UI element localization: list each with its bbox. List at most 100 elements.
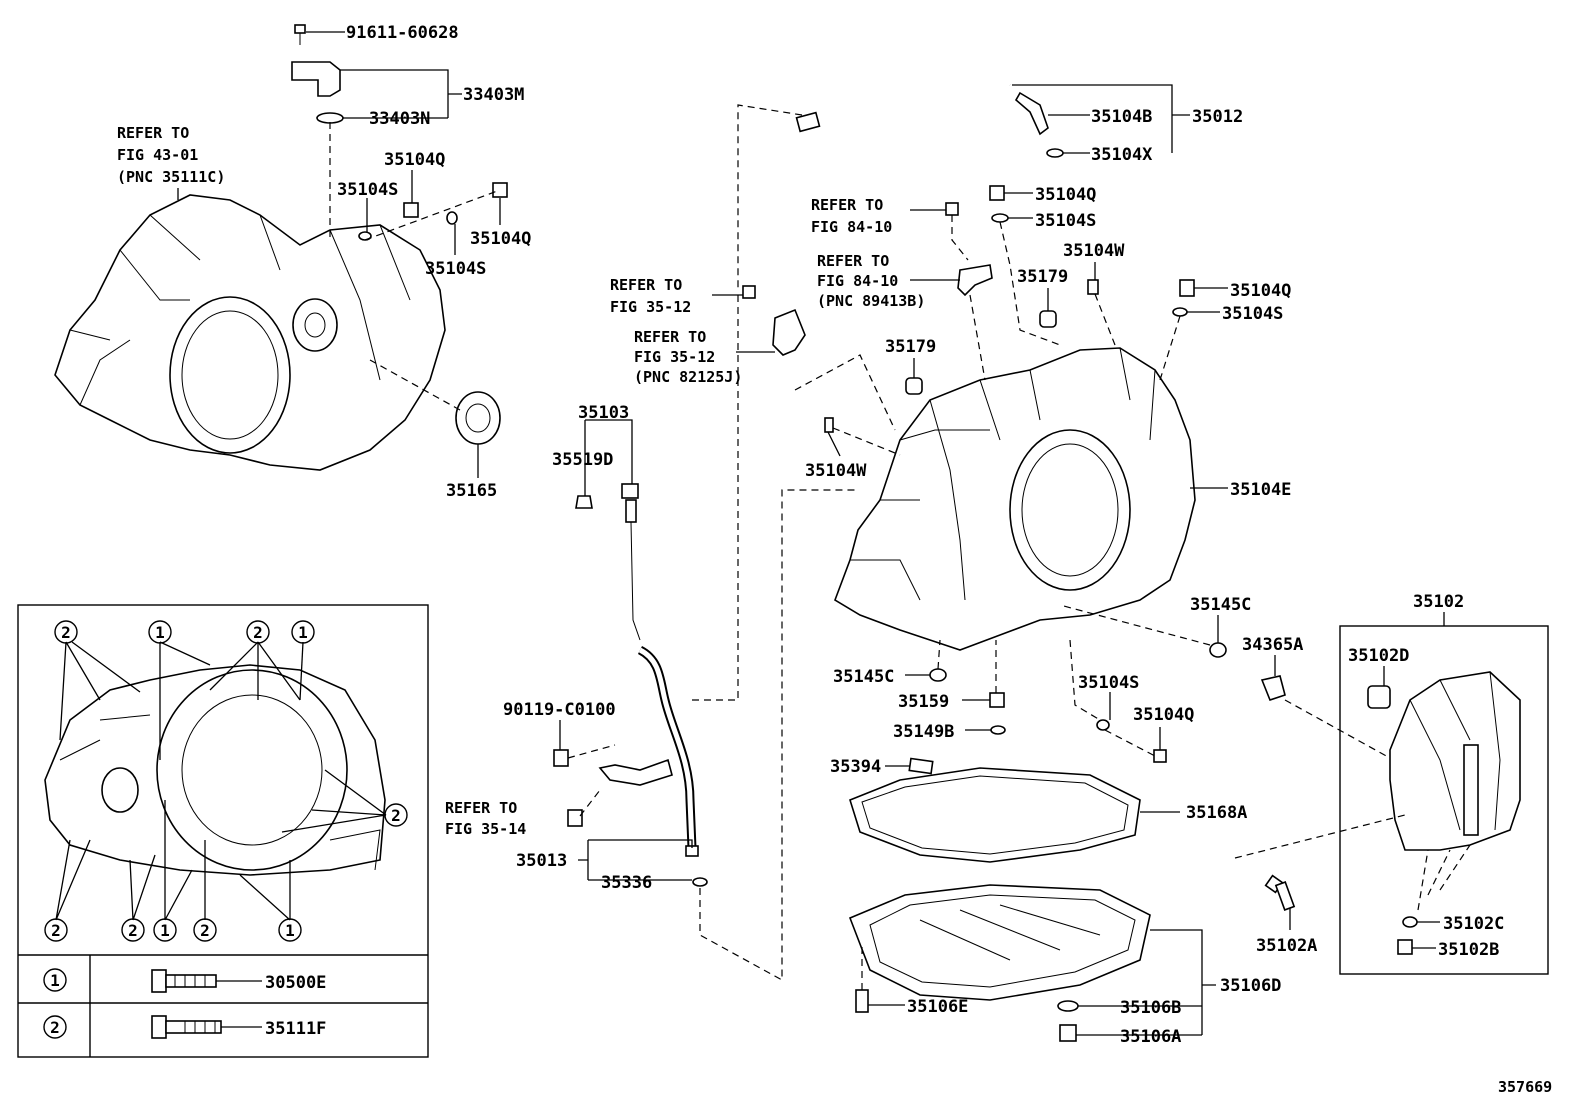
svg-text:REFER TO: REFER TO xyxy=(117,124,189,142)
label-35165: 35165 xyxy=(446,481,497,501)
label-35103: 35103 xyxy=(578,403,629,423)
breather-34365a xyxy=(1260,675,1286,701)
label-33403m: 33403M xyxy=(463,85,524,105)
bolt-35111f xyxy=(151,1015,262,1039)
plug-35179-b xyxy=(905,377,923,395)
label-35102b: 35102B xyxy=(1438,940,1499,960)
label-30500e: 30500E xyxy=(265,973,326,993)
speed-sensor-bolt xyxy=(294,24,306,45)
tube-bracket xyxy=(598,758,673,786)
label-35104e: 35104E xyxy=(1230,480,1291,500)
bolt-35104q-a xyxy=(403,202,419,218)
label-91611-60628: 91611-60628 xyxy=(346,23,459,43)
converter-housing xyxy=(54,194,446,471)
svg-text:1: 1 xyxy=(50,971,60,990)
label-33403n: 33403N xyxy=(369,109,430,129)
svg-text:FIG 43-01: FIG 43-01 xyxy=(117,146,198,164)
svg-text:REFER TO: REFER TO xyxy=(445,799,517,817)
label-34365a: 34365A xyxy=(1242,635,1303,655)
svg-text:1: 1 xyxy=(155,623,165,642)
svg-text:2: 2 xyxy=(391,806,401,825)
speed-sensor-89413b xyxy=(957,264,993,297)
label-35394: 35394 xyxy=(830,757,881,777)
o-ring-35104s-d xyxy=(1172,307,1188,317)
bolt-35104q-c xyxy=(989,185,1005,201)
label-35145c-b: 35145C xyxy=(833,667,894,687)
pan-gasket-35168a xyxy=(849,767,1141,863)
label-35106b: 35106B xyxy=(1120,998,1181,1018)
svg-text:2: 2 xyxy=(51,921,61,940)
o-ring-35336 xyxy=(692,877,708,887)
part-labels: 91611-60628 33403M 33403N 35104Q 35104S … xyxy=(265,23,1552,1096)
label-35104s-c: 35104S xyxy=(1035,211,1096,231)
o-ring-35102c xyxy=(1402,916,1418,928)
callout-marker-1: 1 xyxy=(148,620,172,644)
label-35106e: 35106E xyxy=(907,997,968,1017)
label-35336: 35336 xyxy=(601,873,652,893)
o-ring-35104s-b xyxy=(446,211,458,225)
bolt-35104q-e xyxy=(1153,749,1167,763)
svg-text:2: 2 xyxy=(50,1018,60,1037)
label-35104s-a: 35104S xyxy=(337,180,398,200)
callout-marker-1: 1 xyxy=(153,918,177,942)
plug-35145c-b xyxy=(929,668,947,682)
callout-marker-2: 2 xyxy=(121,918,145,942)
label-35104b: 35104B xyxy=(1091,107,1152,127)
label-35104q-b: 35104Q xyxy=(470,229,531,249)
label-35104q-a: 35104Q xyxy=(384,150,445,170)
speedometer-sleeve-33403m xyxy=(291,61,341,97)
ref-fig-84-10-a: REFER TO FIG 84-10 xyxy=(811,196,892,236)
label-35179-b: 35179 xyxy=(885,337,936,357)
label-35104q-e: 35104Q xyxy=(1133,705,1194,725)
inset-panel xyxy=(17,604,429,1058)
callout-marker-1: 1 xyxy=(278,918,302,942)
extension-housing-35102 xyxy=(1389,671,1521,851)
callout-marker-1: 1 xyxy=(291,620,315,644)
gasket-35106b xyxy=(1057,1000,1079,1012)
o-ring-35104s-c xyxy=(991,213,1009,223)
bolt-35104q-d xyxy=(1179,279,1195,297)
svg-text:2: 2 xyxy=(128,921,138,940)
label-35106d: 35106D xyxy=(1220,976,1281,996)
label-35013: 35013 xyxy=(516,851,567,871)
plug-35179-a xyxy=(1039,310,1057,328)
strainer-35159 xyxy=(989,692,1005,708)
drawing-number: 357669 xyxy=(1498,1078,1552,1096)
sensor-82125j xyxy=(772,308,806,356)
bolt-ref-35-14 xyxy=(567,809,583,827)
callout-marker-2: 2 xyxy=(384,803,408,827)
label-35179-a: 35179 xyxy=(1017,267,1068,287)
svg-text:FIG 84-10: FIG 84-10 xyxy=(811,218,892,236)
oil-pan-35106d xyxy=(848,884,1151,1001)
label-35145c-a: 35145C xyxy=(1190,595,1251,615)
svg-text:1: 1 xyxy=(298,623,308,642)
svg-text:(PNC 82125J): (PNC 82125J) xyxy=(634,368,742,386)
label-35104q-c: 35104Q xyxy=(1035,185,1096,205)
svg-text:FIG 84-10: FIG 84-10 xyxy=(817,272,898,290)
callout-marker-1: 1 xyxy=(43,968,67,992)
svg-text:1: 1 xyxy=(285,921,295,940)
svg-text:(PNC 89413B): (PNC 89413B) xyxy=(817,292,925,310)
callout-marker-2: 2 xyxy=(43,1015,67,1039)
label-35519d: 35519D xyxy=(552,450,613,470)
seal-35394 xyxy=(908,757,934,775)
bolt-35104q-b xyxy=(492,182,508,198)
label-35012: 35012 xyxy=(1192,107,1243,127)
ref-fig-43-01: REFER TO FIG 43-01 (PNC 35111C) xyxy=(117,124,225,186)
svg-text:FIG 35-14: FIG 35-14 xyxy=(445,820,526,838)
label-35106a: 35106A xyxy=(1120,1027,1181,1047)
label-35168a: 35168A xyxy=(1186,803,1247,823)
dipstick-tube-35013 xyxy=(637,645,699,857)
label-35104w-a: 35104W xyxy=(1063,241,1125,261)
callout-marker-2: 2 xyxy=(193,918,217,942)
label-35102a: 35102A xyxy=(1256,936,1317,956)
label-35102d: 35102D xyxy=(1348,646,1409,666)
bolt-ref-84-10 xyxy=(945,202,959,216)
svg-text:REFER TO: REFER TO xyxy=(811,196,883,214)
transaxle-case-35104e xyxy=(834,347,1196,651)
label-35104s-d: 35104S xyxy=(1222,304,1283,324)
callout-marker-2: 2 xyxy=(54,620,78,644)
bolt-35106e xyxy=(855,989,869,1013)
